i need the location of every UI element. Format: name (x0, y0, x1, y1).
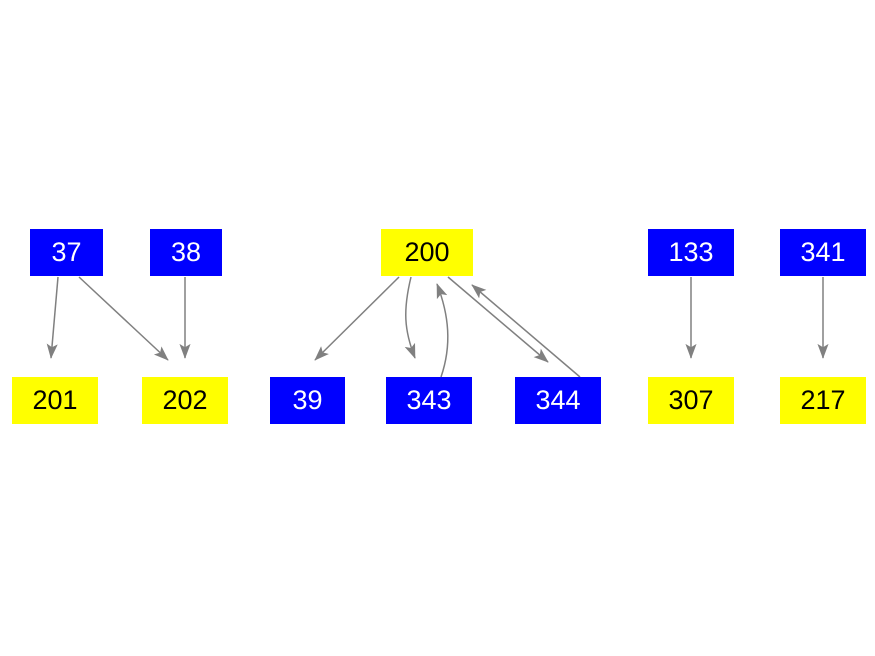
node-label: 201 (32, 385, 78, 415)
node-label: 38 (170, 237, 202, 267)
edge-200-to-343 (404, 276, 416, 359)
edge-200-to-344 (447, 276, 549, 363)
node-202[interactable]: 202 (142, 377, 228, 424)
node-133[interactable]: 133 (648, 229, 734, 276)
node-341[interactable]: 341 (780, 229, 866, 276)
node-label: 343 (406, 385, 452, 415)
node-39[interactable]: 39 (270, 377, 345, 424)
node-38[interactable]: 38 (150, 229, 222, 276)
node-343[interactable]: 343 (386, 377, 472, 424)
node-label: 202 (162, 385, 208, 415)
edge-200-to-39 (314, 276, 400, 361)
node-307[interactable]: 307 (648, 377, 734, 424)
node-label: 307 (668, 385, 714, 415)
edge-344-to-200 (471, 284, 581, 378)
node-label: 133 (668, 237, 714, 267)
node-37[interactable]: 37 (30, 229, 103, 276)
node-label: 39 (292, 385, 323, 415)
edges-group (46, 276, 829, 378)
edge-343-to-200 (436, 283, 449, 378)
node-label: 217 (800, 385, 846, 415)
node-label: 37 (51, 237, 82, 267)
edge-37-to-201 (46, 276, 59, 359)
node-217[interactable]: 217 (780, 377, 866, 424)
node-label: 341 (800, 237, 846, 267)
node-344[interactable]: 344 (515, 377, 601, 424)
node-label: 200 (404, 237, 450, 267)
node-200[interactable]: 200 (381, 229, 473, 276)
node-label: 344 (535, 385, 581, 415)
node-201[interactable]: 201 (12, 377, 98, 424)
edge-37-to-202 (78, 276, 169, 361)
